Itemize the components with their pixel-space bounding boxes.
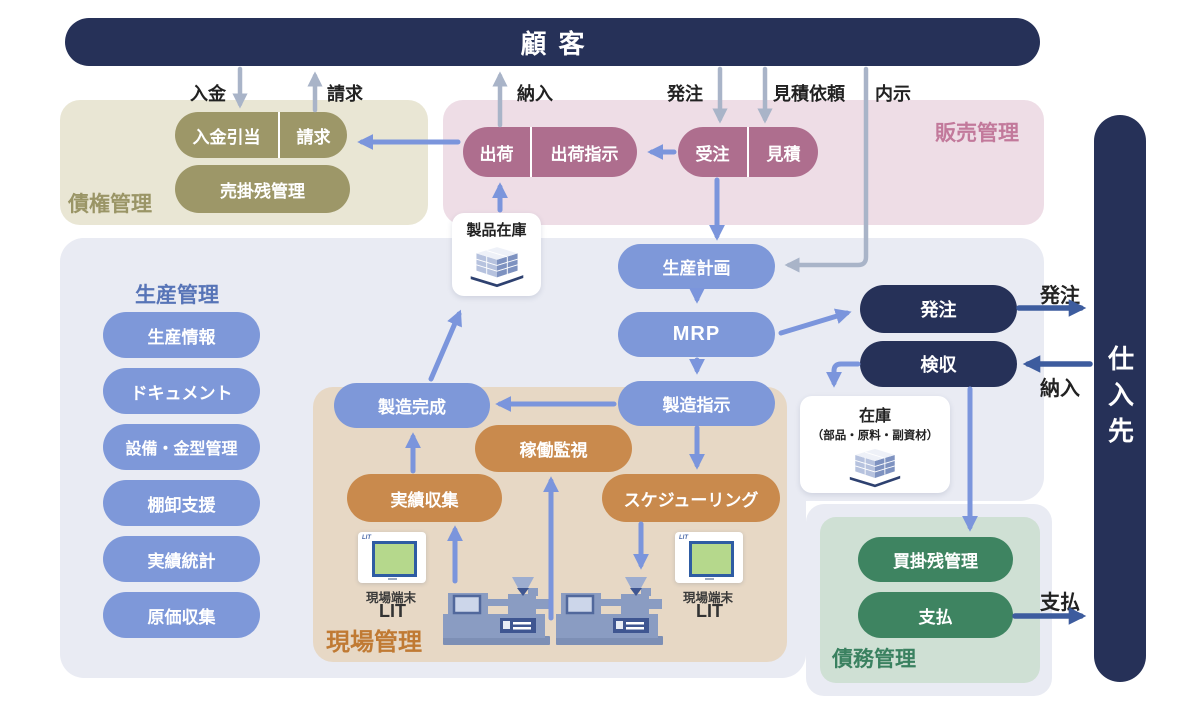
terminal-caption-right-2: LIT: [696, 601, 723, 621]
pill-purchase-order: 発注: [860, 285, 1017, 333]
pill-billing: 請求: [280, 112, 347, 158]
payables-title: 債務管理: [832, 648, 916, 671]
terminal-caption-right-1: 現場端末: [683, 591, 734, 605]
product-stock-card: 製品在庫: [452, 213, 541, 296]
pill-inspection: 検収: [860, 341, 1017, 387]
supplier-bar: 仕入先: [1094, 115, 1146, 682]
terminal-screen: [372, 541, 417, 577]
terminal-foot: [388, 578, 397, 580]
pill-manufacturing-complete: 製造完成: [334, 383, 490, 428]
pill-performance-collection: 実績収集: [347, 474, 502, 522]
terminal-screen: [689, 541, 734, 577]
pill-order-group: 受注 見積: [678, 127, 818, 177]
terminal-caption-left-2: LIT: [379, 601, 406, 621]
shopfloor-terminal-right: LIT: [675, 532, 743, 583]
production-title: 生産管理: [135, 284, 219, 307]
pill-production-info: 生産情報: [103, 312, 260, 358]
pill-divider: [747, 127, 749, 177]
material-stock-card: 在庫 （部品・原料・副資材）: [800, 396, 950, 493]
terminal-caption-left-1: 現場端末: [366, 591, 417, 605]
pill-cash-allocation-billing: 入金引当 請求: [175, 112, 347, 158]
pill-shipping-instruction: 出荷指示: [532, 127, 637, 177]
label-quote-request: 見積依頼: [773, 84, 845, 104]
pill-shipping: 出荷: [463, 127, 530, 177]
molding-machine-icon: [443, 577, 550, 645]
label-deposit: 入金: [190, 84, 226, 104]
label-supplier-delivery: 納入: [1040, 378, 1080, 400]
label-delivery: 納入: [517, 84, 553, 104]
label-payment: 支払: [1040, 592, 1080, 614]
pill-divider: [530, 127, 532, 177]
pill-manufacturing-order: 製造指示: [618, 381, 775, 426]
pill-cost-collection: 原価収集: [103, 592, 260, 638]
pill-scheduling: スケジューリング: [602, 474, 780, 522]
pill-equipment-mold: 設備・金型管理: [103, 424, 260, 470]
label-billing: 請求: [327, 84, 363, 104]
pill-payment: 支払: [858, 592, 1013, 638]
label-order: 発注: [667, 84, 703, 104]
pill-divider: [278, 112, 280, 158]
label-forecast: 内示: [875, 84, 911, 104]
pill-documents: ドキュメント: [103, 368, 260, 414]
label-purchase-order: 発注: [1040, 285, 1080, 307]
lit-logo: LIT: [679, 535, 688, 541]
stock-cube-icon: [849, 448, 901, 488]
pill-production-plan: 生産計画: [618, 244, 775, 289]
pill-ar-balance: 売掛残管理: [175, 165, 350, 213]
sales-title: 販売管理: [935, 122, 1019, 145]
pill-shipping-group: 出荷 出荷指示: [463, 127, 637, 177]
material-stock-title: 在庫: [858, 408, 891, 425]
pill-cash-allocation: 入金引当: [175, 112, 278, 158]
pill-performance-stats: 実績統計: [103, 536, 260, 582]
molding-machine-icon: [556, 577, 663, 645]
customer-bar: 顧客: [65, 18, 1040, 66]
material-stock-subtitle: （部品・原料・副資材）: [811, 430, 939, 442]
pill-operation-monitoring: 稼働監視: [475, 425, 632, 472]
terminal-foot: [705, 578, 714, 580]
pill-mrp: MRP: [618, 312, 775, 357]
pill-order-received: 受注: [678, 127, 747, 177]
product-stock-title: 製品在庫: [466, 222, 527, 239]
lit-logo: LIT: [362, 535, 371, 541]
shopfloor-terminal-left: LIT: [358, 532, 426, 583]
pill-quotation: 見積: [749, 127, 818, 177]
receivables-title: 債権管理: [68, 193, 152, 216]
pill-ap-balance: 買掛残管理: [858, 537, 1013, 582]
pill-stocktaking: 棚卸支援: [103, 480, 260, 526]
supplier-label: 仕入先: [1104, 344, 1135, 453]
stock-cube-icon: [470, 247, 523, 288]
customer-label: 顧客: [520, 28, 597, 59]
shopfloor-title: 現場管理: [326, 629, 422, 656]
